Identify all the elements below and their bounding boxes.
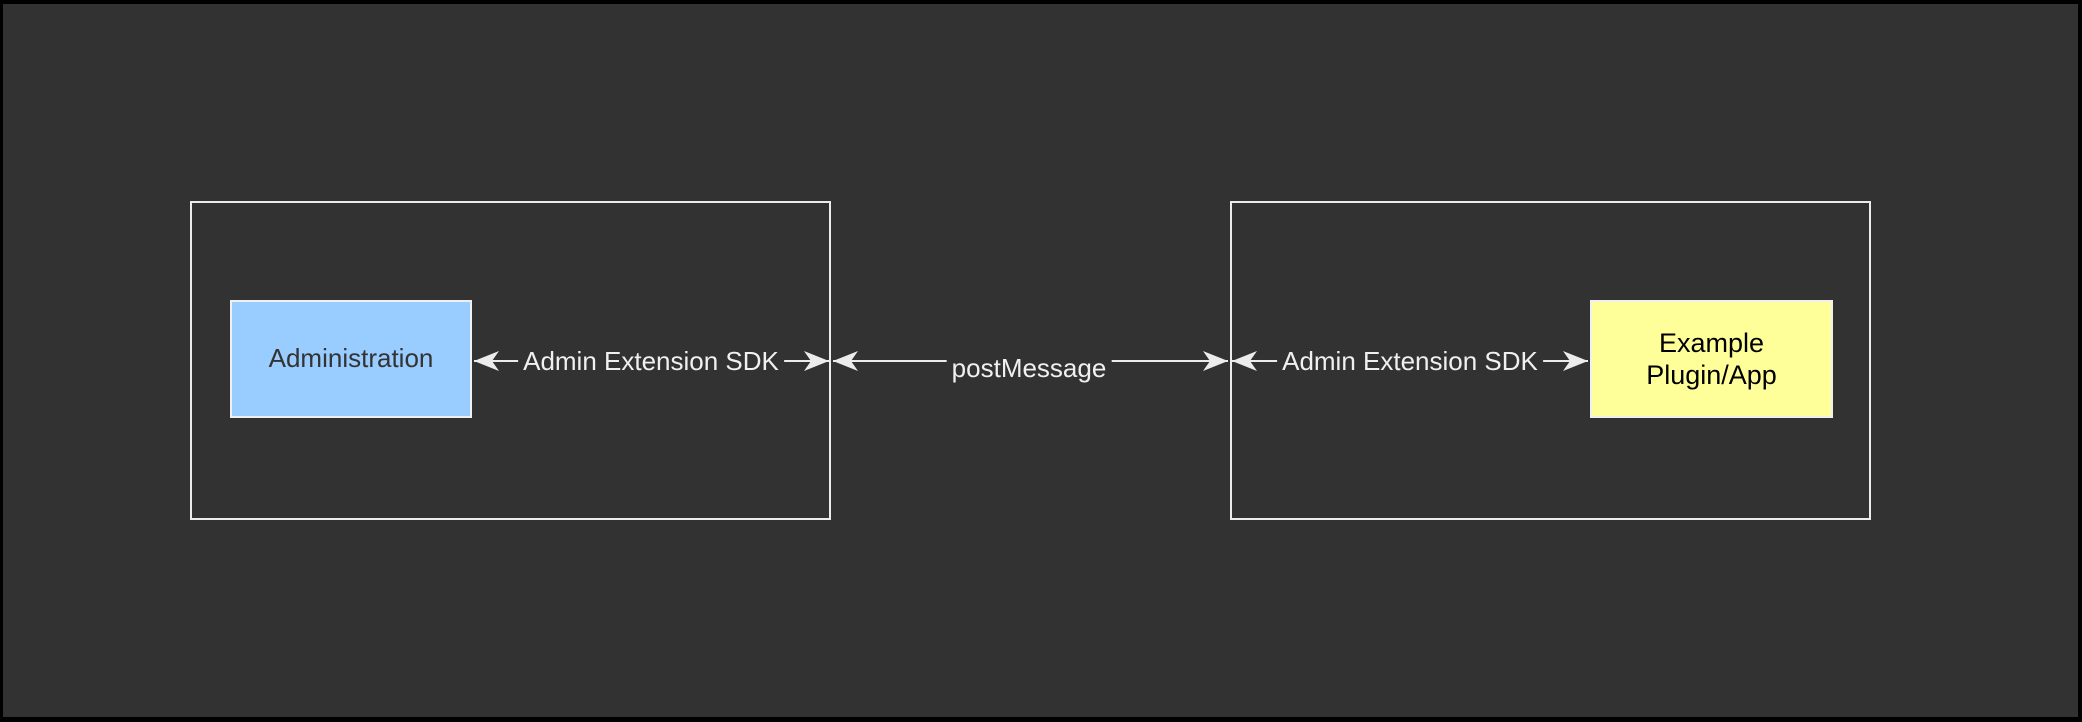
- container-right-frame: [1230, 201, 1871, 520]
- node-administration-label: Administration: [268, 343, 434, 374]
- node-example-plugin-app-label: Example Plugin/App: [1646, 327, 1777, 390]
- node-administration: Administration: [230, 300, 472, 418]
- node-example-plugin-app: Example Plugin/App: [1590, 300, 1833, 418]
- edge-label-admin-extension-sdk-right: Admin Extension SDK: [1277, 346, 1543, 377]
- edge-label-postmessage: postMessage: [946, 353, 1112, 384]
- container-left-frame: [190, 201, 831, 520]
- edge-label-admin-extension-sdk-left: Admin Extension SDK: [518, 346, 784, 377]
